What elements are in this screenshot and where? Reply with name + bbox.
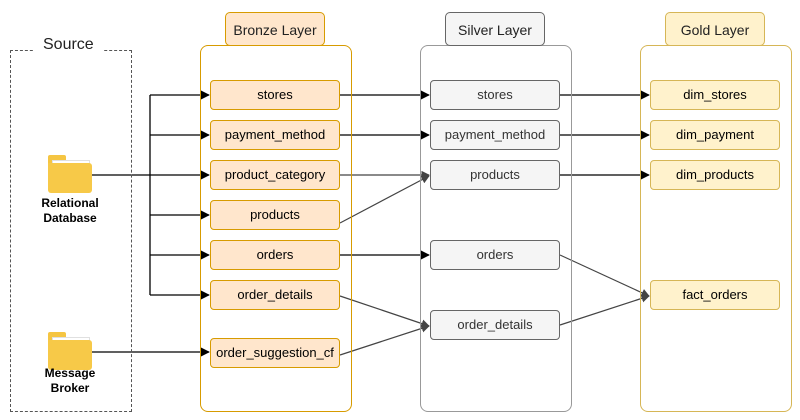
edge-silver-orders-to-gold-fact-orders — [559, 254, 650, 297]
silver-node-orders[interactable]: orders — [430, 240, 560, 270]
bronze-node-stores[interactable]: stores — [210, 80, 340, 110]
message-broker-icon — [48, 332, 92, 370]
message-broker-label: Message Broker — [44, 366, 96, 395]
gold-layer-title: Gold Layer — [665, 12, 765, 46]
relational-database-label: Relational Database — [41, 196, 99, 225]
edge-bronze-order-details-to-silver-order-details — [339, 295, 430, 328]
bronze-node-product-category[interactable]: product_category — [210, 160, 340, 190]
gold-node-dim-products[interactable]: dim_products — [650, 160, 780, 190]
bronze-node-payment-method[interactable]: payment_method — [210, 120, 340, 150]
gold-node-dim-stores[interactable]: dim_stores — [650, 80, 780, 110]
bronze-node-order-suggestion-cf[interactable]: order_suggestion_cf — [210, 338, 340, 368]
silver-node-stores[interactable]: stores — [430, 80, 560, 110]
edge-bronze-products-to-silver-products — [339, 175, 430, 224]
bronze-node-orders[interactable]: orders — [210, 240, 340, 270]
relational-database-icon — [48, 155, 92, 193]
silver-node-products[interactable]: products — [430, 160, 560, 190]
silver-node-payment-method[interactable]: payment_method — [430, 120, 560, 150]
silver-node-order-details[interactable]: order_details — [430, 310, 560, 340]
bronze-node-order-details[interactable]: order_details — [210, 280, 340, 310]
bronze-layer-title: Bronze Layer — [225, 12, 325, 46]
edge-silver-order-details-to-gold-fact-orders — [559, 294, 650, 326]
edge-bronze-order-suggestion-to-silver-order-details — [339, 324, 430, 356]
gold-node-fact-orders[interactable]: fact_orders — [650, 280, 780, 310]
gold-node-dim-payment[interactable]: dim_payment — [650, 120, 780, 150]
silver-layer-title: Silver Layer — [445, 12, 545, 46]
source-title: Source — [33, 35, 104, 55]
bronze-node-products[interactable]: products — [210, 200, 340, 230]
